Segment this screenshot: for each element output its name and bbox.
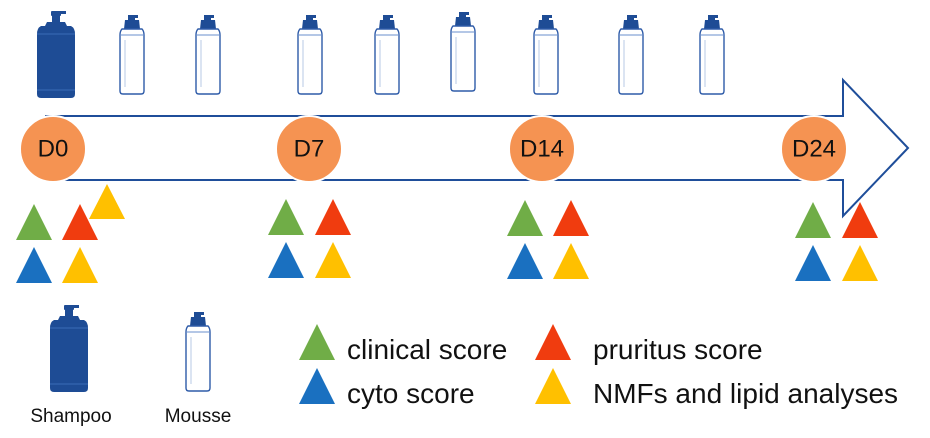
legend-pruritus-label: pruritus score xyxy=(593,334,763,365)
cyto-triangle-icon xyxy=(299,368,335,404)
mousse-bottle-icon xyxy=(618,14,644,95)
nmf-triangle-icon xyxy=(315,242,351,278)
assessment-legend: clinical score pruritus score cyto score… xyxy=(299,324,898,409)
cyto-triangle-icon xyxy=(507,243,543,279)
assessments-d7 xyxy=(268,199,351,278)
mousse-bottle-icon xyxy=(450,11,476,92)
clinical-triangle-icon xyxy=(16,204,52,240)
clinical-triangle-icon xyxy=(507,200,543,236)
day-marker-d14: D14 xyxy=(508,115,576,183)
day-marker-d24: D24 xyxy=(780,115,848,183)
shampoo-label: Shampoo xyxy=(30,406,111,427)
clinical-triangle-icon xyxy=(268,199,304,235)
day-marker-d0: D0 xyxy=(19,115,87,183)
mousse-label: Mousse xyxy=(165,406,232,427)
pruritus-triangle-icon xyxy=(535,324,571,360)
assessments-d0 xyxy=(16,184,125,283)
nmf-triangle-icon xyxy=(535,368,571,404)
cyto-triangle-icon xyxy=(16,247,52,283)
day-label: D0 xyxy=(38,136,69,163)
mousse-bottle-icon xyxy=(699,14,725,95)
shampoo-bottle-icon xyxy=(36,10,76,99)
mousse-bottle-icon xyxy=(185,311,211,392)
day-label: D7 xyxy=(294,136,325,163)
mousse-bottle-icon xyxy=(119,14,145,95)
pruritus-triangle-icon xyxy=(553,200,589,236)
nmf-triangle-icon xyxy=(89,184,125,219)
day-label: D24 xyxy=(792,136,836,163)
timeline-arrow xyxy=(45,77,910,219)
clinical-triangle-icon xyxy=(299,324,335,360)
day-label: D14 xyxy=(520,136,564,163)
mousse-bottle-icon xyxy=(374,14,400,95)
day-marker-d7: D7 xyxy=(275,115,343,183)
clinical-triangle-icon xyxy=(795,202,831,238)
pruritus-triangle-icon xyxy=(62,204,98,240)
bottles-row xyxy=(36,10,725,99)
assessments-d24 xyxy=(795,202,878,281)
nmf-triangle-icon xyxy=(553,243,589,279)
pruritus-triangle-icon xyxy=(842,202,878,238)
shampoo-bottle-icon xyxy=(49,304,89,393)
mousse-bottle-icon xyxy=(195,14,221,95)
pruritus-triangle-icon xyxy=(315,199,351,235)
mousse-bottle-icon xyxy=(297,14,323,95)
legend-nmf-label: NMFs and lipid analyses xyxy=(593,378,898,409)
product-legend: Shampoo Mousse xyxy=(30,304,232,427)
legend-clinical-label: clinical score xyxy=(347,334,507,365)
legend-cyto-label: cyto score xyxy=(347,378,475,409)
cyto-triangle-icon xyxy=(795,245,831,281)
assessments-d14 xyxy=(507,200,589,279)
nmf-triangle-icon xyxy=(62,247,98,283)
nmf-triangle-icon xyxy=(842,245,878,281)
mousse-bottle-icon xyxy=(533,14,559,95)
cyto-triangle-icon xyxy=(268,242,304,278)
